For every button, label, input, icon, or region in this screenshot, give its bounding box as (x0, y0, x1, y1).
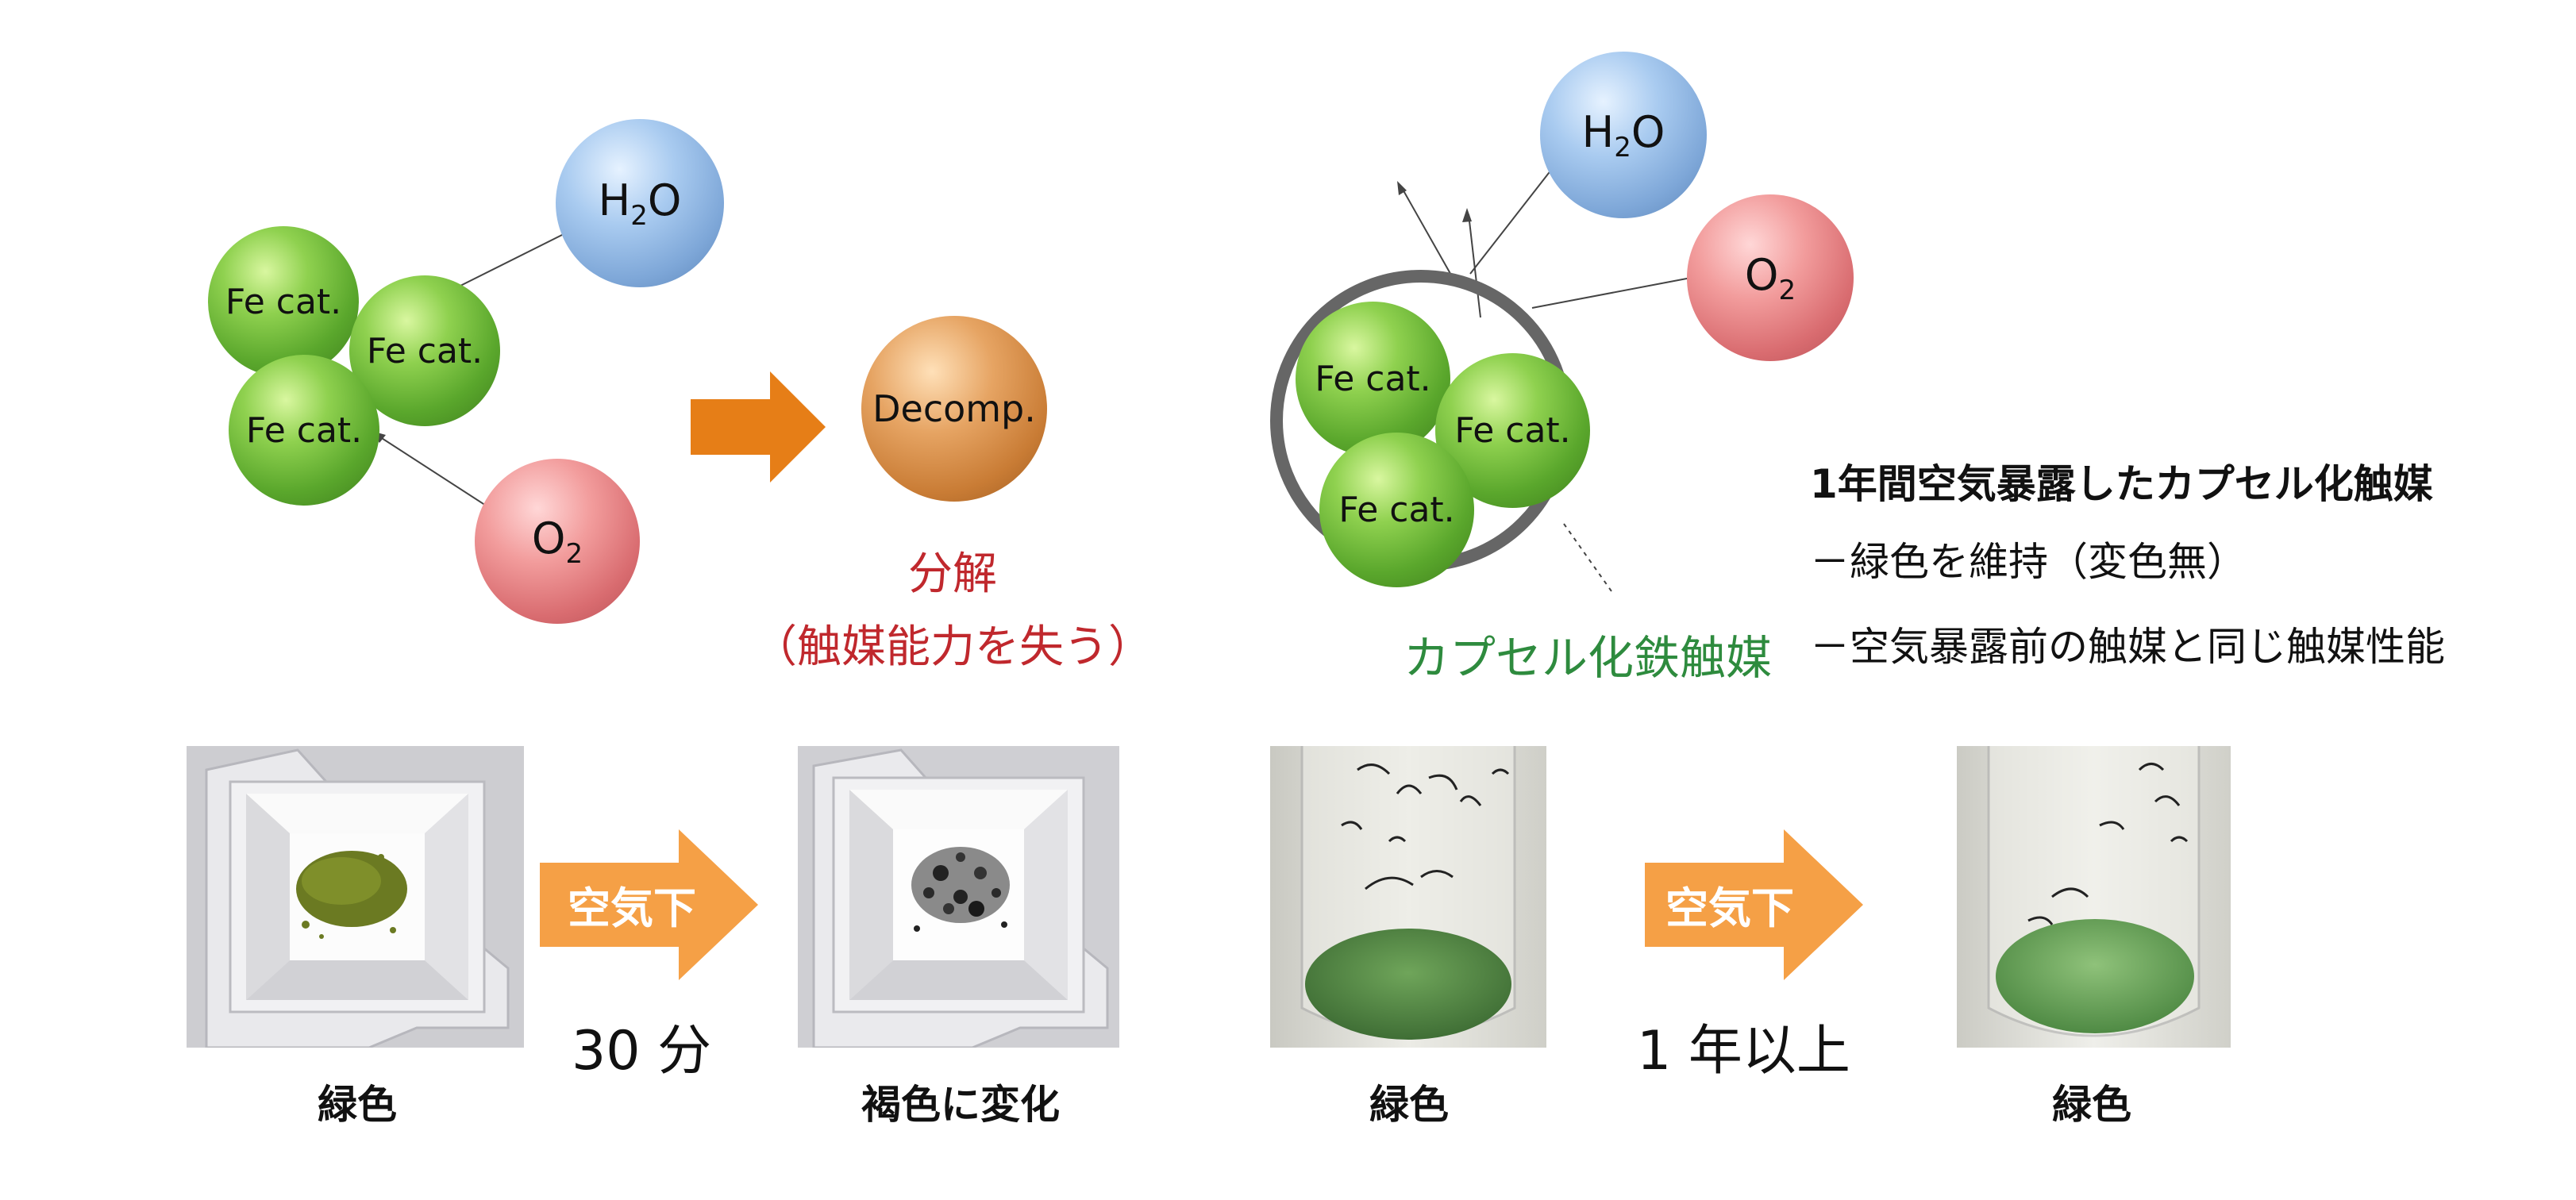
water-label: H2O (1581, 106, 1665, 163)
fe-catalyst-sphere: Fe cat. (1296, 302, 1450, 456)
air-exposure-arrow (540, 829, 758, 980)
decomposition-caption: 分解 (908, 548, 997, 600)
exposure-time: 30 分 (572, 1020, 712, 1083)
fe-catalyst-label: Fe cat. (1315, 359, 1431, 399)
photo-caption: 褐色に変化 (861, 1082, 1060, 1128)
fe-catalyst-sphere: Fe cat. (208, 226, 359, 377)
oxygen-label: O2 (1744, 249, 1796, 306)
photo-capsule-vial-after (1957, 746, 2231, 1048)
oxygen-label: O2 (531, 513, 583, 570)
air-exposure-label: 空気下 (568, 883, 696, 933)
decomposition-sphere: Decomp. (861, 316, 1047, 502)
fe-catalyst-label: Fe cat. (245, 410, 363, 451)
oxygen-molecule-sphere: O2 (1687, 194, 1854, 361)
exposure-time: 1 年以上 (1637, 1020, 1850, 1083)
photo-green-catalyst-before (187, 746, 524, 1048)
fe-catalyst-sphere: Fe cat. (229, 355, 379, 506)
water-molecule-sphere: H2O (556, 119, 724, 287)
air-exposure-arrow (1645, 829, 1863, 980)
photo-caption: 緑色 (2052, 1082, 2131, 1128)
photo-caption: 緑色 (318, 1082, 397, 1128)
oxygen-molecule-sphere: O2 (475, 459, 640, 624)
fe-catalyst-label: Fe cat. (1454, 410, 1571, 451)
air-exposure-label: 空気下 (1665, 883, 1794, 933)
decomp-label: Decomp. (872, 387, 1036, 430)
water-label: H2O (598, 175, 682, 232)
reaction-arrow (691, 371, 826, 483)
capsule-catalyst-caption: カプセル化鉄触媒 (1403, 631, 1772, 685)
fe-catalyst-sphere: Fe cat. (1319, 433, 1474, 587)
photo-capsule-vial-before (1270, 746, 1546, 1048)
photo-brown-catalyst-after (798, 746, 1119, 1048)
fe-catalyst-label: Fe cat. (366, 330, 483, 371)
water-molecule-sphere: H2O (1540, 52, 1707, 218)
fe-catalyst-label: Fe cat. (225, 281, 342, 322)
fe-catalyst-label: Fe cat. (1338, 490, 1455, 530)
photo-caption: 緑色 (1369, 1082, 1449, 1128)
decomposition-subcaption: （触媒能力を失う） (753, 621, 1153, 673)
summary-title: 1年間空気暴露したカプセル化触媒 (1810, 461, 2433, 507)
fe-catalyst-sphere: Fe cat. (349, 275, 500, 426)
summary-point: －緑色を維持（変色無） (1810, 539, 2247, 585)
summary-point: －空気暴露前の触媒と同じ触媒性能 (1810, 624, 2445, 670)
